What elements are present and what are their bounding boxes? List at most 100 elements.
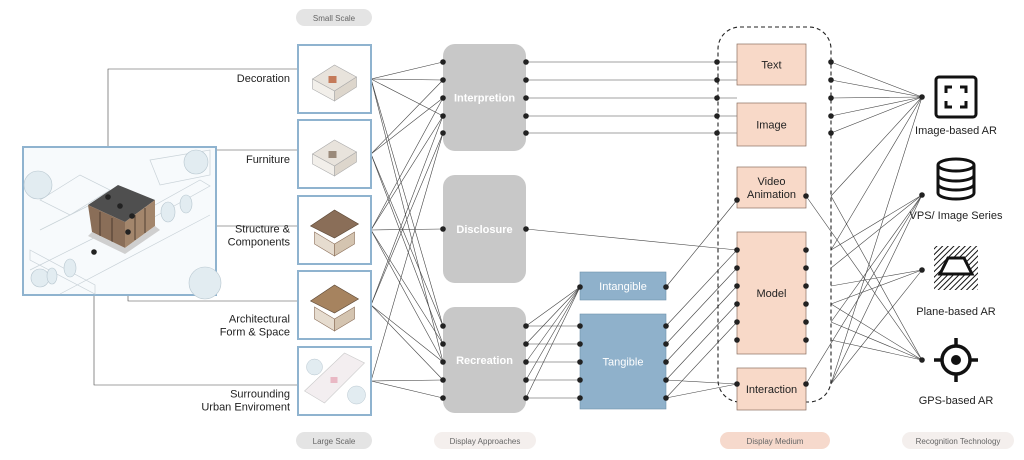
connector-line [370,304,444,381]
display-approaches-pill: Display Approaches [434,432,536,449]
connector-line [830,96,923,117]
technology-label: VPS/ Image Series [910,210,1003,222]
plane-icon [934,246,978,290]
decoration-thumbnail [297,44,372,114]
connector-dot [714,113,720,119]
connector-line [665,321,738,399]
element-label-structure: Structure & [235,224,291,236]
connector-dot [734,283,740,289]
connector-dot [440,130,446,136]
connector-dot [663,323,669,329]
technology-plane_ar: Plane-based AR [916,246,996,318]
connector-dot [577,377,583,383]
connector-line [830,269,923,287]
connector-dot [828,59,834,65]
gps-icon [934,338,978,382]
connector-line [665,249,738,327]
medium-model: Model [736,231,807,355]
connector-line [370,304,444,363]
connector-dot [91,249,97,255]
connector-line [665,199,738,288]
connector-line [805,195,923,361]
connector-dot [714,77,720,83]
connector-dot [828,113,834,119]
element-label-urban: Urban Enviroment [201,402,290,414]
connector-line [370,61,444,80]
connector-line [830,96,923,385]
connector-line [830,194,923,269]
recognition-technology-pill: Recognition Technology [902,432,1014,449]
connector-line [370,229,444,345]
connector-lines [93,61,923,399]
approach-disclosure: Disclosure [443,175,526,283]
database-icon [936,157,976,201]
connector-line [525,286,581,399]
connector-dot [714,95,720,101]
connector-line [370,132,444,382]
connector-dot [523,130,529,136]
connector-line [370,79,444,155]
connector-dot [523,95,529,101]
connector-line [370,115,444,306]
connector-line [370,97,444,155]
medium-label: Animation [747,189,796,201]
connector-dot [663,377,669,383]
technology-label: GPS-based AR [919,395,994,407]
svg-text:Recognition Technology: Recognition Technology [916,437,1001,446]
connector-dot [440,77,446,83]
svg-text:Display Medium: Display Medium [747,437,804,446]
connector-dot [828,130,834,136]
connector-line [370,153,444,327]
recreation-intangible: Intangible [579,271,667,301]
connector-line [370,78,444,363]
approach-label: Interpretion [454,93,515,105]
approach-interpretion: Interpretion [443,44,526,151]
medium-interaction: Interaction [736,367,807,411]
connector-dot [117,203,123,209]
connector-line [830,96,923,134]
connector-line [370,153,444,345]
connector-dot [440,323,446,329]
element-thumbnails [297,44,372,416]
connector-dot [828,95,834,101]
building-overview-image [22,146,222,300]
connector-line [525,228,738,251]
connector-dot [440,226,446,232]
medium-text: Text [736,43,807,86]
connector-line [525,286,581,327]
connector-line [805,194,923,385]
connector-line [370,97,444,231]
connector-dot [523,323,529,329]
connector-dot [919,267,925,273]
urban-thumbnail [297,346,372,416]
connector-dot [440,377,446,383]
connector-dot [577,395,583,401]
connector-dot [129,213,135,219]
connector-line [370,229,444,363]
connector-dot [803,265,809,271]
connector-dot [440,95,446,101]
connector-line [830,96,923,197]
connector-dot [523,377,529,383]
connector-dot [440,341,446,347]
connector-line [830,194,923,323]
svg-text:Large Scale: Large Scale [313,437,356,446]
connector-dot [440,395,446,401]
connector-line [830,61,923,98]
connector-line [830,321,923,361]
connector-line [830,194,923,385]
connector-dot [523,59,529,65]
medium-label: Video [758,176,786,188]
element-label-structure: Components [228,237,291,249]
connector-dot [714,130,720,136]
connector-dot [523,341,529,347]
medium-image: Image [736,102,807,147]
connector-dot [523,359,529,365]
connector-line [370,115,444,231]
technology-gps_ar: GPS-based AR [919,338,994,407]
connector-dot [803,193,809,199]
image-target-icon [934,75,978,119]
recreation-tangible: Tangible [579,313,667,410]
